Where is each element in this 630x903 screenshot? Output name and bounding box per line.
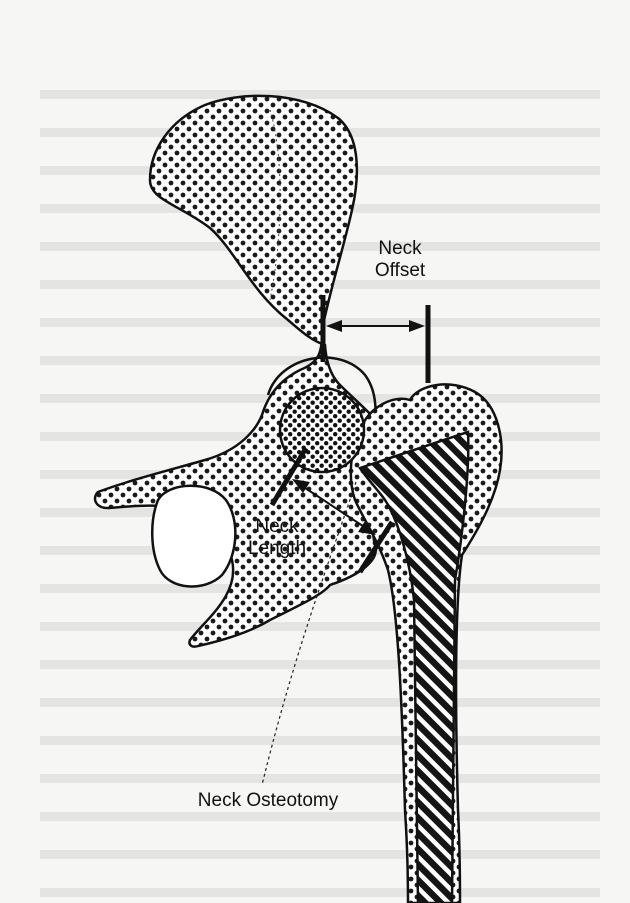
neck-offset-label: Neck Offset <box>355 238 445 282</box>
obturator-foramen <box>152 486 235 587</box>
neck-length-label-line-1: Neck <box>232 516 322 538</box>
femoral-head <box>280 388 364 472</box>
neck-osteotomy-label: Neck Osteotomy <box>168 790 368 812</box>
neck-offset-label-line-1: Neck <box>355 238 445 260</box>
neck-length-label: Neck Length <box>232 516 322 560</box>
neck-offset-label-line-2: Offset <box>355 260 445 282</box>
neck-length-label-line-2: Length <box>232 538 322 560</box>
